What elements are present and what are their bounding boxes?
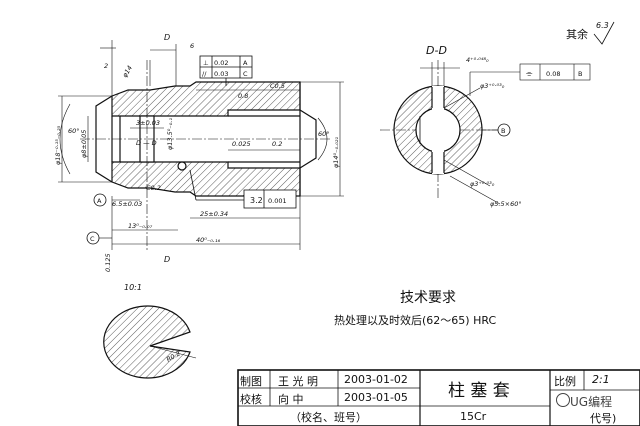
school-label: （校名、班号）	[290, 411, 367, 424]
tolerance-text-main: ⊥ 0.02 A // 0.03 C 3.2 0.001	[202, 59, 287, 205]
title-block	[237, 369, 640, 426]
svg-text:φ13.5⁰₋₀.₁: φ13.5⁰₋₀.₁	[166, 118, 174, 150]
section-dd-labels: D-D 4⁺⁰·⁰⁴⁸₀ ⌯ 0.08 B φ3⁺⁰·⁰³₀ φ3⁺⁰·⁰³₀ …	[426, 44, 582, 208]
section-dd-view	[393, 85, 483, 175]
svg-text:C0.5: C0.5	[270, 82, 285, 90]
drawn-label: 制图	[240, 375, 262, 388]
svg-text:6: 6	[190, 42, 194, 50]
svg-text:40⁰₋₀.₁₆: 40⁰₋₀.₁₆	[196, 236, 221, 244]
svg-text:0.08: 0.08	[546, 70, 560, 78]
svg-text://: //	[202, 70, 207, 78]
svg-text:25±0.34: 25±0.34	[200, 210, 228, 218]
svg-text:0.02: 0.02	[214, 59, 228, 67]
svg-text:0.001: 0.001	[268, 197, 287, 205]
part-name: 柱 塞 套	[448, 381, 510, 401]
svg-text:0.8: 0.8	[238, 92, 248, 100]
code-label: 代号)	[590, 412, 617, 425]
drawn-name: 王 光 明	[278, 375, 318, 388]
svg-text:6.5±0.03: 6.5±0.03	[112, 200, 142, 208]
svg-text:技术要求: 技术要求	[400, 290, 456, 306]
checked-name: 向 中	[278, 393, 304, 406]
svg-text:2: 2	[104, 62, 108, 70]
watermark-logo-icon	[556, 393, 570, 407]
svg-text:D: D	[164, 33, 170, 42]
detail-view: 10:1 R0.2	[103, 283, 197, 379]
svg-text:A: A	[97, 197, 102, 205]
svg-text:⊥: ⊥	[203, 59, 209, 67]
svg-text:B: B	[578, 70, 582, 78]
watermark: UG编程	[570, 395, 613, 409]
svg-text:⌯: ⌯	[526, 69, 533, 78]
svg-text:60°: 60°	[68, 127, 80, 135]
scale-value: 2:1	[592, 373, 610, 386]
main-view-labels: D D φ14 2 6 0.8 C0.5 φ18⁻⁰·¹⁵₋₀.₂₅ φ8±0.…	[54, 33, 340, 272]
svg-text:C0.2: C0.2	[146, 184, 161, 192]
svg-text:D: D	[164, 255, 170, 264]
svg-text:0.025: 0.025	[232, 140, 251, 148]
svg-text:10:1: 10:1	[124, 283, 142, 292]
svg-text:其余: 其余	[566, 27, 588, 41]
svg-text:3±0.03: 3±0.03	[136, 119, 160, 127]
svg-text:60°: 60°	[318, 130, 330, 138]
datum-markers: A C	[86, 193, 112, 245]
svg-text:0.2: 0.2	[272, 140, 282, 148]
technical-requirements: 技术要求 热处理以及时效后(62～65) HRC	[334, 290, 496, 327]
dimension-lines	[58, 40, 344, 250]
roughness-symbol-icon	[593, 21, 615, 45]
checked-label: 校核	[240, 393, 262, 406]
material: 15Cr	[460, 410, 487, 423]
section-dd-annotations	[420, 62, 591, 205]
svg-text:φ14⁰₋₀.₀₂₁: φ14⁰₋₀.₀₂₁	[332, 137, 340, 168]
svg-text:D — D: D — D	[136, 139, 157, 147]
svg-text:φ3⁺⁰·⁰³₀: φ3⁺⁰·⁰³₀	[470, 180, 495, 188]
svg-text:0.03: 0.03	[214, 70, 228, 78]
svg-text:13⁰₋₀.₀₇: 13⁰₋₀.₀₇	[128, 222, 153, 230]
checked-date: 2003-01-05	[344, 391, 408, 404]
svg-text:C: C	[90, 235, 95, 243]
svg-text:热处理以及时效后(62～65) HRC: 热处理以及时效后(62～65) HRC	[334, 313, 496, 327]
svg-text:φ3⁺⁰·⁰³₀: φ3⁺⁰·⁰³₀	[480, 82, 505, 90]
roughness-note: 其余 6.3	[566, 21, 615, 45]
svg-text:0.125: 0.125	[104, 253, 112, 272]
svg-text:D-D: D-D	[426, 44, 447, 57]
svg-text:3.2: 3.2	[250, 196, 263, 205]
scale-label: 比例	[554, 375, 576, 388]
tolerance-frames-main	[189, 55, 297, 209]
svg-text:A: A	[243, 59, 248, 67]
svg-text:φ5.5×60°: φ5.5×60°	[490, 200, 522, 208]
datum-b-marker: B	[497, 123, 511, 137]
svg-text:φ8±0.05: φ8±0.05	[80, 130, 88, 158]
drawn-date: 2003-01-02	[344, 373, 408, 386]
svg-text:B: B	[501, 127, 505, 135]
svg-text:φ18⁻⁰·¹⁵₋₀.₂₅: φ18⁻⁰·¹⁵₋₀.₂₅	[54, 125, 62, 165]
svg-text:C: C	[243, 70, 248, 78]
datum-a-circle	[93, 193, 107, 207]
svg-text:6.3: 6.3	[596, 21, 609, 30]
svg-text:φ14: φ14	[121, 64, 134, 79]
svg-text:4⁺⁰·⁰⁴⁸₀: 4⁺⁰·⁰⁴⁸₀	[466, 56, 489, 64]
